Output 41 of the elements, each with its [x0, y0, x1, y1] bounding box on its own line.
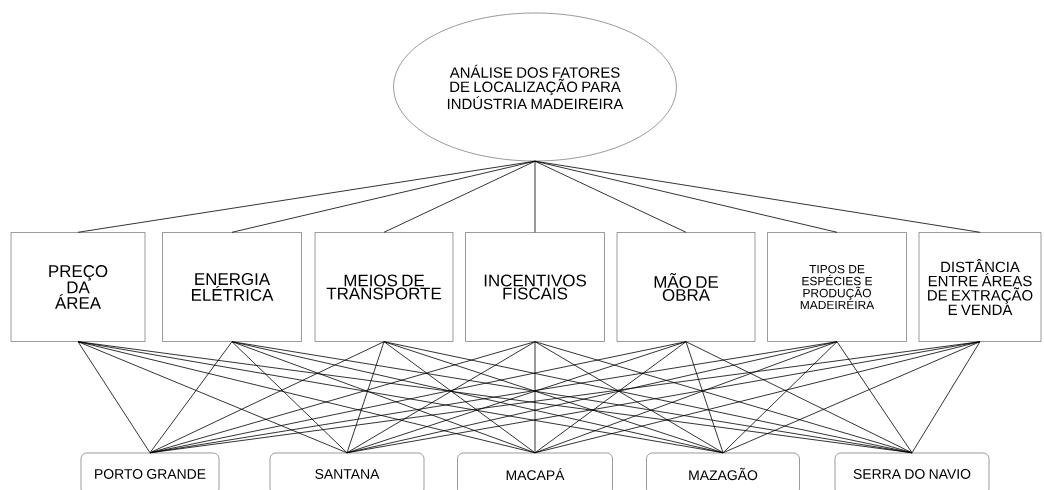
connector-line	[149, 341, 233, 454]
connector-line	[346, 341, 981, 454]
criterion-box: MÃO DE OBRA	[616, 232, 756, 342]
criterion-box: ENERGIA ELÉTRICA	[162, 232, 302, 342]
connector-line	[534, 160, 687, 233]
connector-line	[346, 341, 687, 454]
alternative-box: MAZAGÃO	[646, 452, 800, 490]
connector-line	[383, 341, 536, 454]
connector-line	[231, 160, 536, 233]
connector-line	[149, 341, 536, 454]
connector-line	[722, 341, 981, 454]
connector-line	[534, 160, 981, 233]
connector-line	[534, 341, 981, 454]
connector-line	[685, 341, 913, 454]
connector-line	[534, 341, 913, 454]
connector-line	[534, 341, 536, 454]
connector-line	[911, 341, 981, 454]
connector-line	[722, 341, 838, 454]
criterion-box: PREÇO DA ÁREA	[10, 232, 146, 342]
criterion-box: INCENTIVOS FISCAIS	[465, 232, 605, 342]
connector-line	[346, 341, 536, 454]
connector-line	[383, 160, 536, 233]
criterion-box: MEIOS DE TRANSPORTE	[314, 232, 454, 342]
alternative-box: SERRA DO NAVIO	[834, 452, 990, 490]
connector-line	[231, 341, 536, 454]
alternative-box: SANTANA	[269, 452, 425, 490]
connector-line	[149, 341, 385, 454]
alternative-box: PORTO GRANDE	[80, 452, 220, 490]
criterion-box: TIPOS DE ESPÉCIES E PRODUÇÃO MADEIREIRA	[767, 232, 907, 342]
connector-line	[77, 341, 151, 454]
connector-line	[346, 341, 385, 454]
connector-line	[383, 341, 724, 454]
connector-line	[685, 341, 724, 454]
connector-line	[77, 341, 348, 454]
alternative-box: MACAPÁ	[457, 452, 613, 490]
connector-line	[534, 160, 536, 233]
connector-line	[231, 341, 348, 454]
connector-line	[836, 341, 913, 454]
connector-line	[534, 341, 687, 454]
criterion-box: DISTÂNCIA ENTRE ÁREAS DE EXTRAÇÃO E VENDA	[918, 232, 1042, 342]
connector-line	[534, 341, 724, 454]
